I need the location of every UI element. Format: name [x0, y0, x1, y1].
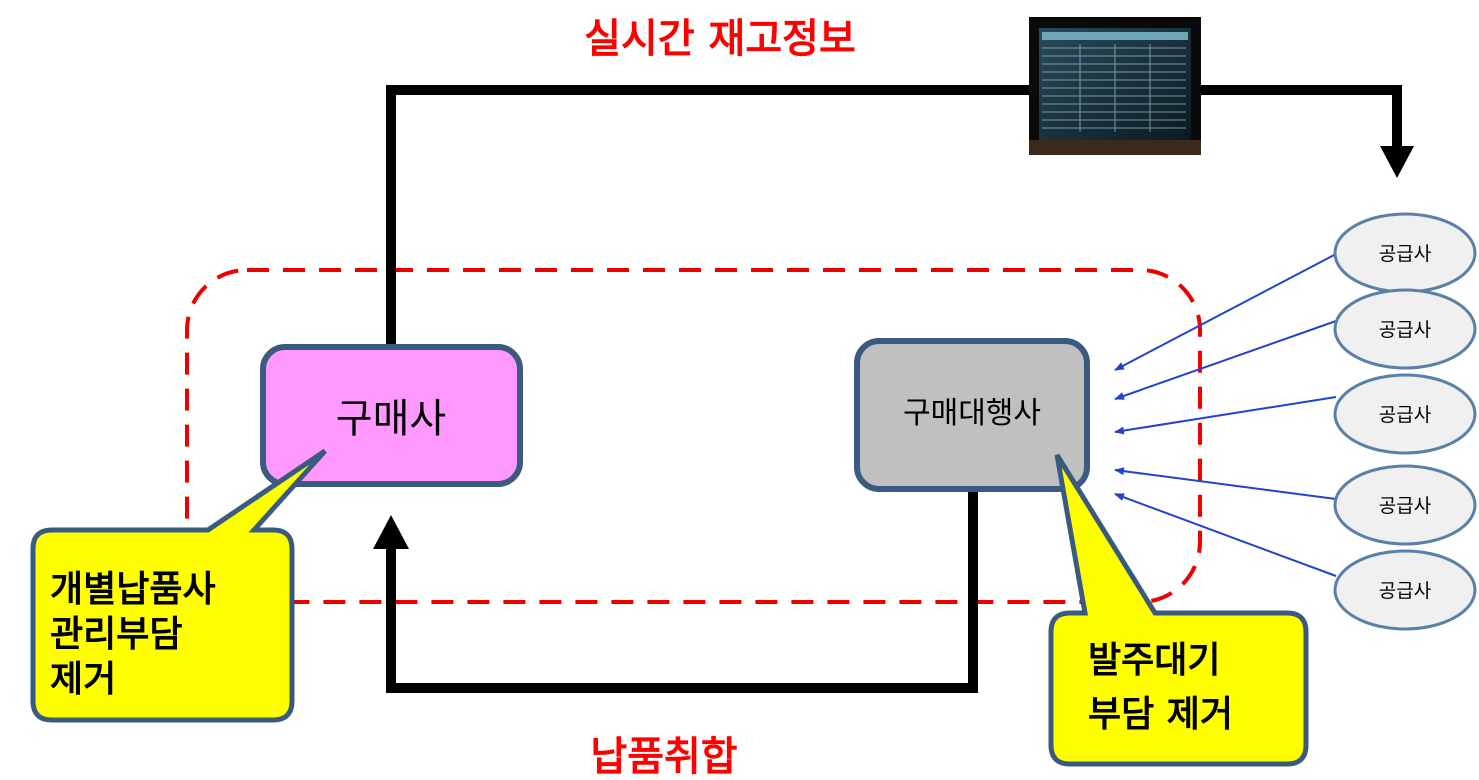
- buyer-callout-line2: 관리부담: [50, 614, 182, 655]
- supplier-arrows: [1114, 253, 1337, 577]
- buyer-callout-line1: 개별납품사: [50, 569, 216, 610]
- buyer-callout: [30, 448, 327, 723]
- supplier-label-4: 공급사: [1379, 495, 1431, 517]
- title-realtime-inventory: 실시간 재고정보: [584, 16, 856, 62]
- supplier-5: 공급사: [1333, 549, 1477, 631]
- supplier-2: 공급사: [1333, 288, 1477, 370]
- supplier-label-5: 공급사: [1379, 580, 1431, 602]
- agent-node: [854, 338, 1090, 492]
- supplier-arrow-4: [1114, 467, 1337, 500]
- supplier-label-3: 공급사: [1379, 404, 1431, 426]
- delivery-flow-line: [386, 490, 978, 693]
- supplier-arrow-2: [1114, 320, 1337, 400]
- supplier-4: 공급사: [1333, 464, 1477, 546]
- agent-callout-line2: 부담 제거: [1088, 694, 1233, 735]
- supplier-arrow-1: [1114, 253, 1337, 371]
- supplier-3: 공급사: [1333, 373, 1477, 455]
- info-flow-line: [386, 85, 1402, 347]
- monitor-icon: [1029, 17, 1201, 155]
- supplier-arrow-3: [1114, 396, 1337, 435]
- delivery-flow-arrowhead: [373, 515, 409, 549]
- buyer-callout-line3: 제거: [50, 659, 116, 700]
- supplier-1: 공급사: [1333, 212, 1477, 294]
- info-flow-arrowhead: [1380, 146, 1414, 178]
- buyer-node: [260, 344, 523, 487]
- supplier-label-1: 공급사: [1379, 243, 1431, 265]
- agent-callout-line1: 발주대기: [1088, 640, 1220, 681]
- buyer-label: 구매사: [336, 396, 446, 442]
- supplier-arrow-5: [1114, 493, 1337, 577]
- system-boundary: [185, 268, 1202, 604]
- agent-callout: [1048, 453, 1309, 767]
- title-delivery-consolidation: 납품취합: [590, 734, 737, 780]
- agent-label: 구매대행사: [903, 396, 1041, 431]
- supplier-label-2: 공급사: [1379, 319, 1431, 341]
